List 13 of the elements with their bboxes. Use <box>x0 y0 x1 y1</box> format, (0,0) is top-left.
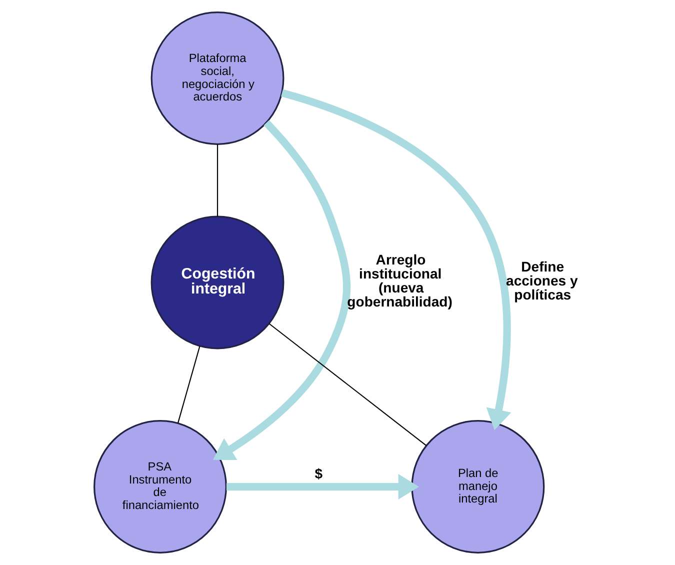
node-circle: Plataforma social, negociación y acuerdos <box>150 12 284 145</box>
edge-label: Define acciones y políticas <box>506 258 578 303</box>
edge-label: Arreglo institucional (nueva gobernabilidad) <box>346 252 452 310</box>
node-circle: Plan de manejo integral <box>410 420 544 554</box>
connector <box>216 144 218 216</box>
node-circle: PSA Instrumento de financiamiento <box>93 420 226 554</box>
connector <box>176 346 200 424</box>
arrow <box>226 474 419 500</box>
node-circle: Cogestión integral <box>150 216 284 350</box>
edge-label: $ <box>314 466 322 482</box>
connector <box>268 323 426 446</box>
arrow <box>212 120 350 460</box>
arrow <box>280 89 511 430</box>
